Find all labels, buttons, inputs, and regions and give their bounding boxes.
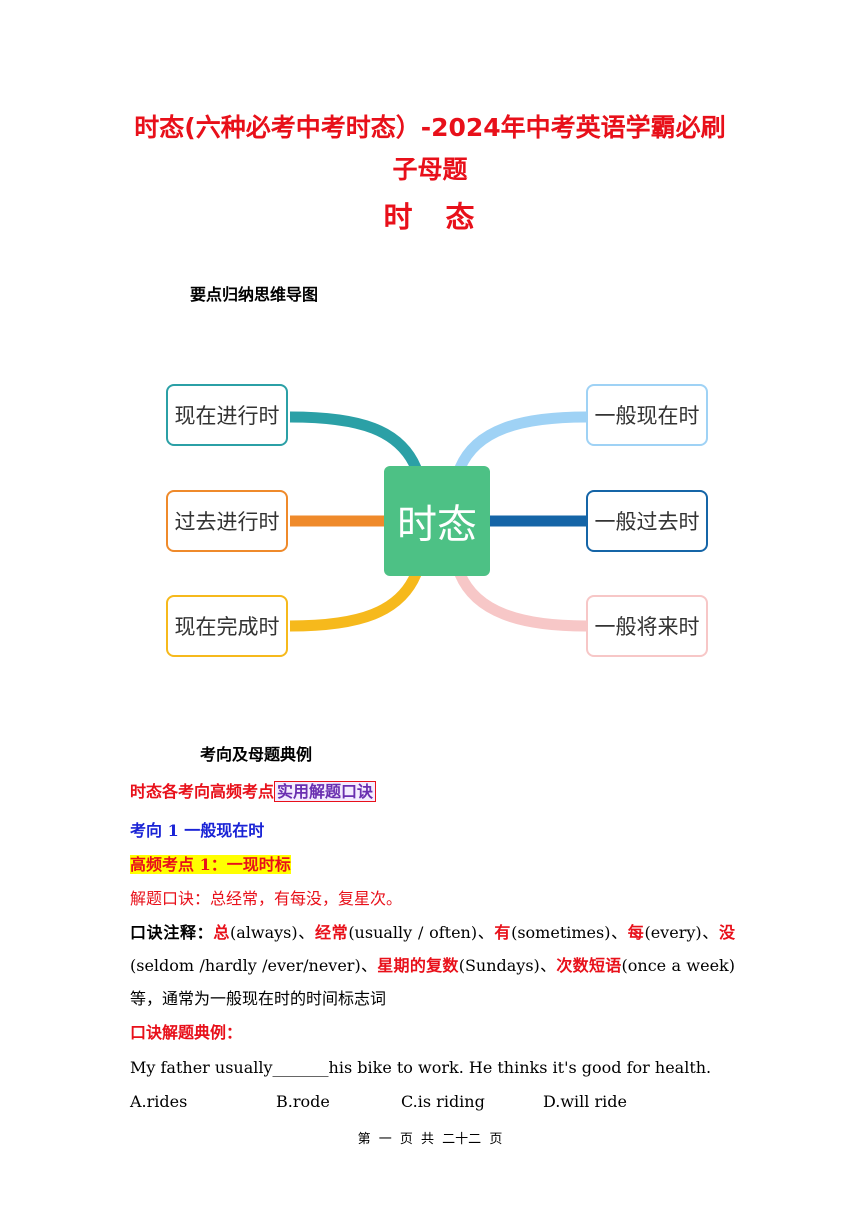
note-keyword: 总: [213, 923, 230, 942]
mind-map: 时态 现在进行时 过去进行时 现在完成时 一般现在时 一般过去时 一般将来时: [0, 360, 860, 680]
note-keyword: 有: [494, 923, 512, 942]
node-present-perfect: 现在完成时: [166, 595, 288, 657]
mind-map-connectors: [289, 411, 587, 632]
mnemonic-line: 解题口诀：总经常，有每没，复星次。: [130, 889, 403, 908]
node-simple-past: 一般过去时: [586, 490, 708, 552]
high-frequency-line: 时态各考向高频考点实用解题口诀: [130, 781, 377, 803]
note-value: (seldom /hardly /ever/never)、: [130, 956, 378, 975]
note-value: (sometimes)、: [511, 923, 628, 942]
document-title-continued: 子母题: [392, 155, 468, 184]
node-simple-present: 一般现在时: [586, 384, 708, 446]
note-keyword: 经常: [314, 923, 349, 942]
option-a: A.rides: [130, 1092, 188, 1111]
note-value: (usually / often)、: [348, 923, 495, 942]
note-keyword: 次数短语: [556, 956, 622, 975]
option-c: C.is riding: [401, 1092, 485, 1111]
question-text: My father usually_______his bike to work…: [130, 1058, 712, 1077]
connector-present-continuous: [289, 411, 422, 471]
node-present-continuous: 现在进行时: [166, 384, 288, 446]
direction-heading: 考向 1 一般现在时: [130, 821, 265, 840]
note-value: (Sundays)、: [458, 956, 557, 975]
note-value: (every)、: [644, 923, 719, 942]
note-keyword: 没: [718, 923, 735, 942]
note-value: (once a week)等，通常为一般现在时的时间标志词: [130, 956, 735, 1008]
connector-simple-present: [454, 411, 587, 471]
note-keyword: 星期的复数: [377, 956, 459, 975]
examples-heading: 考向及母题典例: [200, 745, 313, 764]
center-node: 时态: [384, 466, 490, 576]
point-heading: 高频考点 1：一现时标: [130, 854, 291, 876]
node-past-continuous: 过去进行时: [166, 490, 288, 552]
option-d: D.will ride: [543, 1092, 627, 1111]
connector-simple-future: [454, 571, 587, 632]
note-paragraph: 口诀注释：总(always)、经常(usually / often)、有(som…: [130, 916, 735, 1015]
point-highlight: 高频考点 1：一现时标: [130, 855, 291, 874]
note-label: 口诀注释：: [130, 923, 214, 942]
high-frequency-label: 时态各考向高频考点: [130, 782, 275, 801]
tip-box: 实用解题口诀: [274, 781, 377, 802]
node-simple-future: 一般将来时: [586, 595, 708, 657]
mindmap-heading: 要点归纳思维导图: [190, 285, 319, 304]
example-label: 口诀解题典例：: [130, 1023, 243, 1042]
page-footer: 第 一 页 共 二十二 页: [357, 1132, 503, 1147]
document-title: 时态(六种必考中考时态）-2024年中考英语学霸必刷: [134, 113, 726, 142]
document-subtitle: 时 态: [383, 200, 477, 234]
option-b: B.rode: [276, 1092, 330, 1111]
note-keyword: 每: [627, 923, 645, 942]
note-value: (always)、: [230, 923, 315, 942]
connector-present-perfect: [289, 571, 422, 632]
